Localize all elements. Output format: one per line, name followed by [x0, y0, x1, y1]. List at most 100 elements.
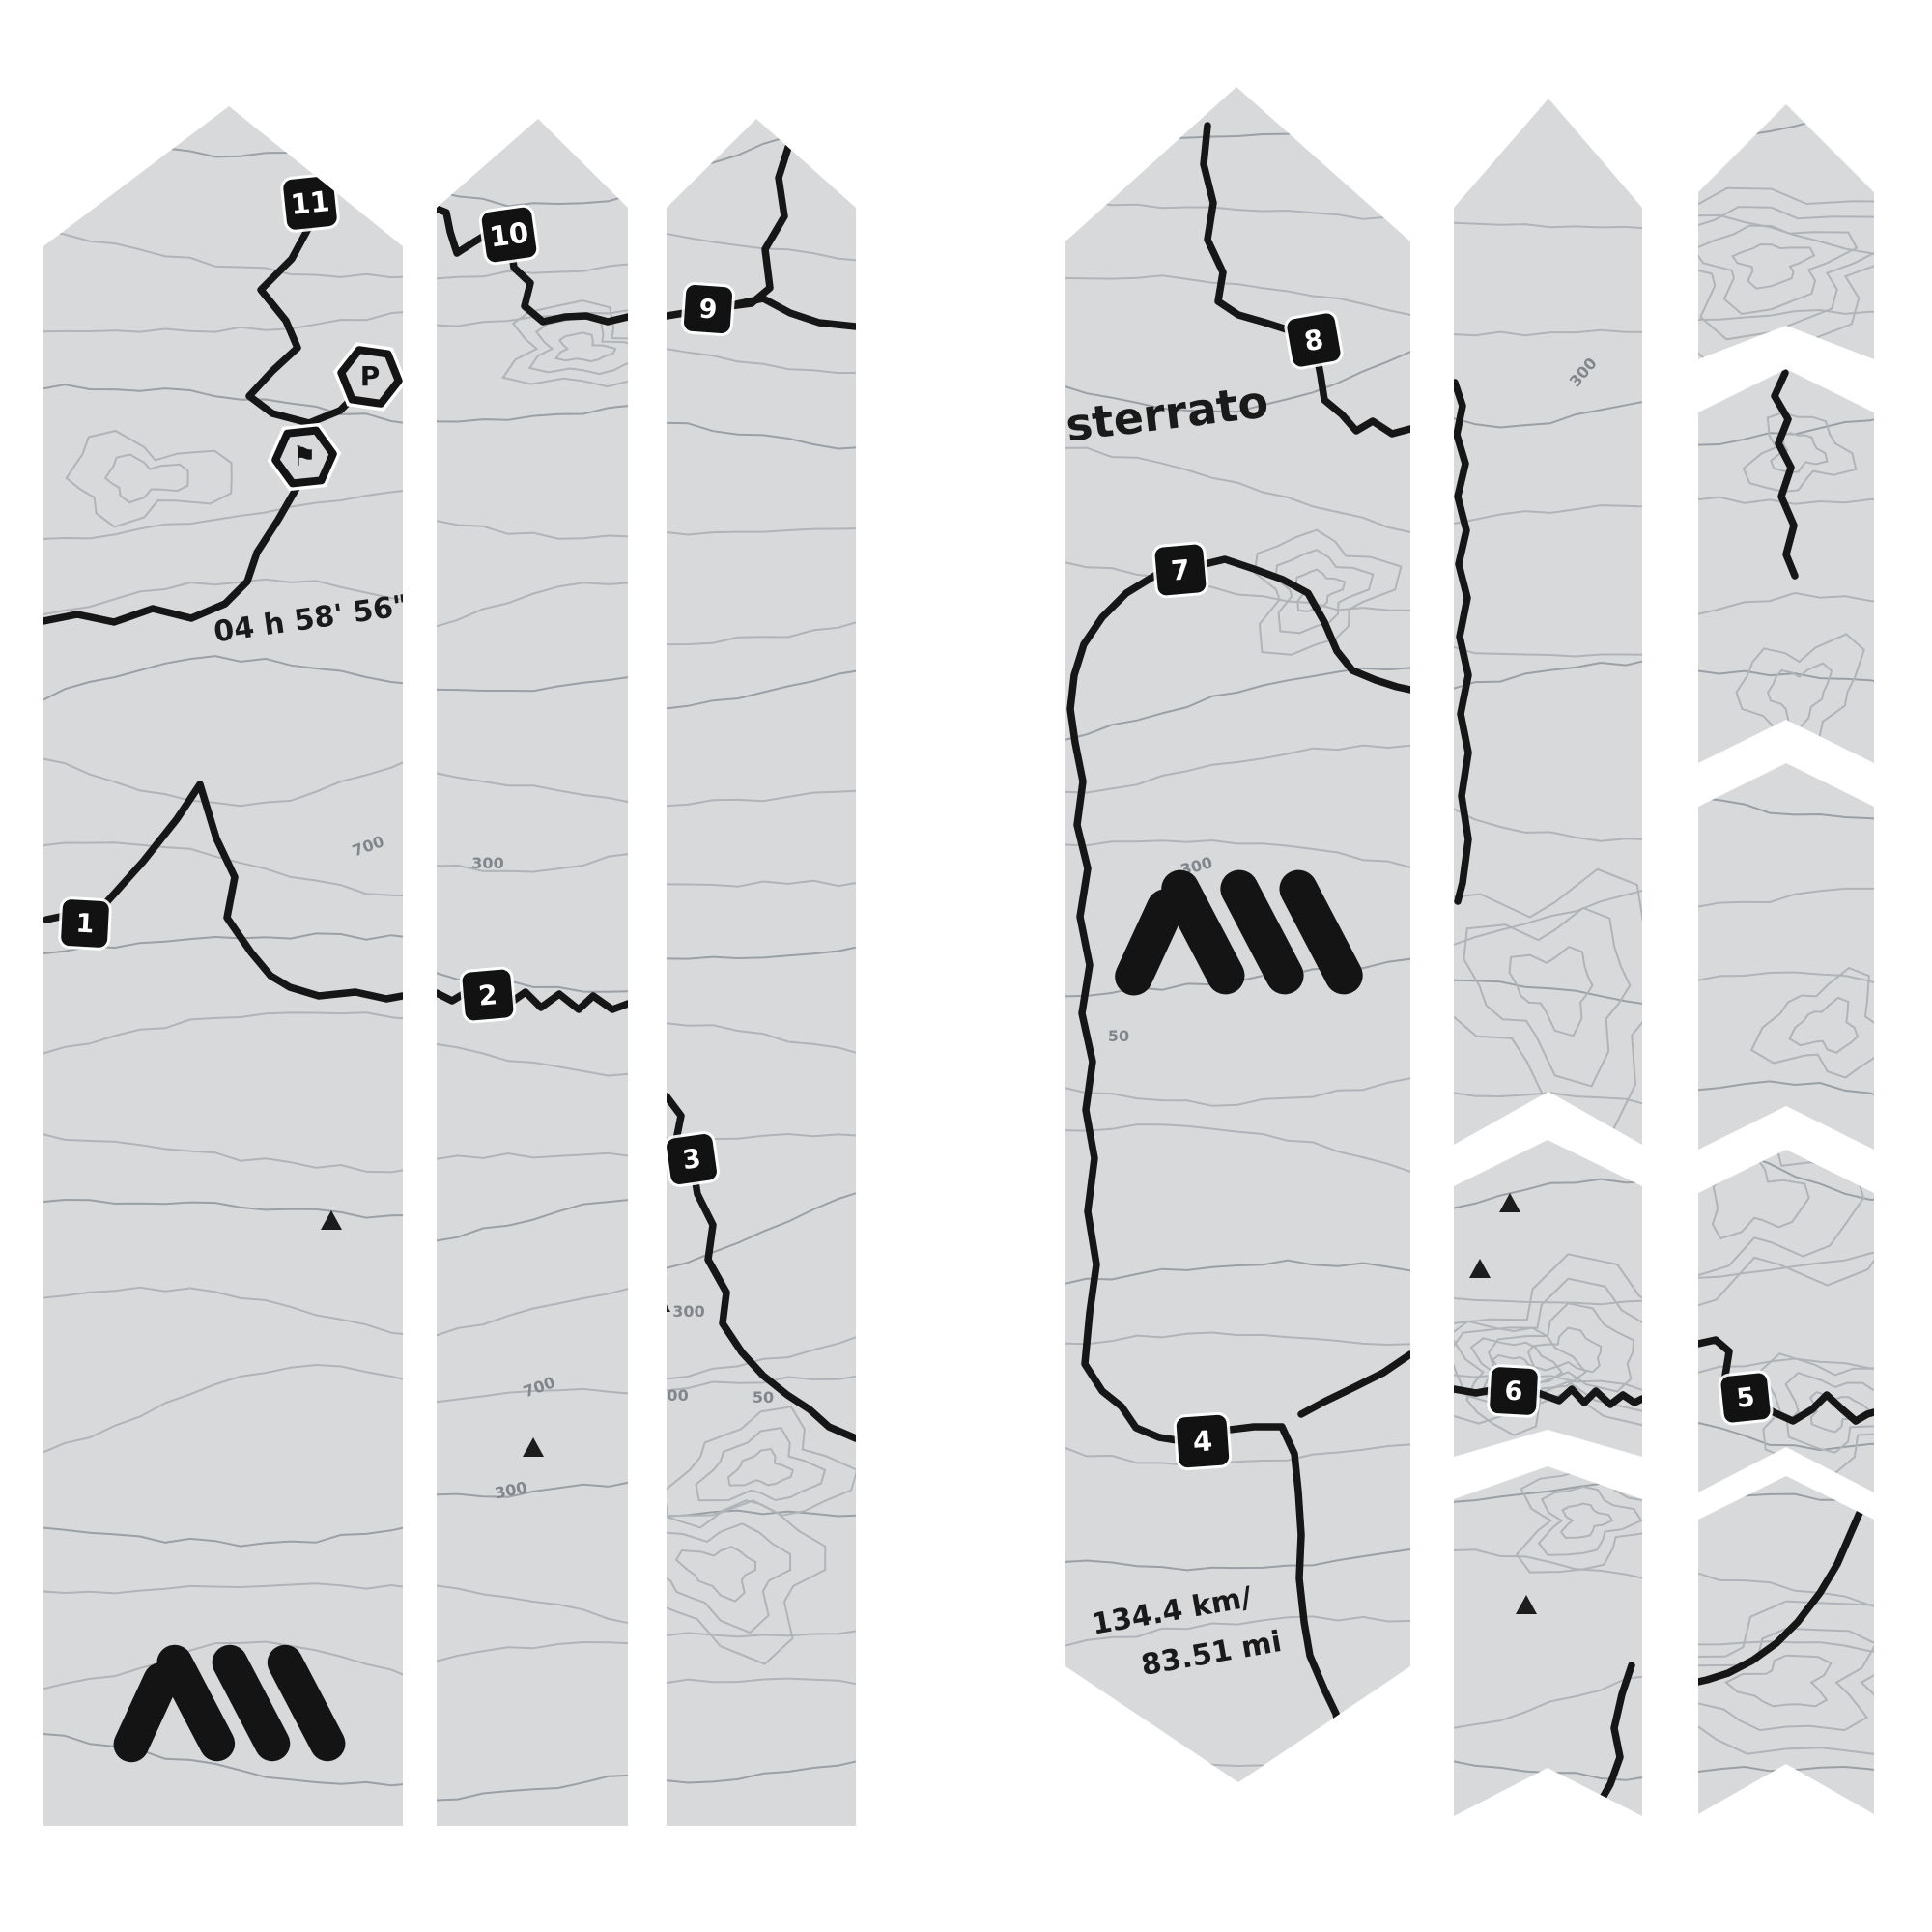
contour-line: [1454, 1482, 1642, 1506]
waypoint-number: 9: [697, 293, 719, 326]
contour-line: [667, 122, 856, 176]
contour-line: [43, 1521, 403, 1548]
contour-line: [1698, 1765, 1874, 1776]
elevation-label: 50: [1108, 1027, 1129, 1045]
waypoint-marker: 1: [60, 898, 110, 949]
stay-strip-long: 300: [1454, 99, 1642, 1145]
contour-line: [437, 185, 628, 208]
elevation-label: 300: [667, 1386, 689, 1405]
waypoint-marker: 4: [1176, 1414, 1230, 1468]
contour-line: [667, 618, 856, 646]
route-trail: [1218, 1423, 1345, 1742]
contour-ring: [1749, 966, 1874, 1079]
waypoint-marker: 6: [1489, 1366, 1539, 1416]
topo-map-art: [1698, 369, 1874, 763]
elevation-label: 700: [521, 1373, 557, 1401]
contour-line: [1065, 1438, 1410, 1466]
contour-ring: [65, 429, 233, 528]
topo-map-art: 300: [1454, 99, 1642, 1138]
contour-line: [437, 1387, 628, 1407]
contour-line: [1454, 1372, 1642, 1395]
contour-line: [1454, 802, 1642, 842]
route-trail: [245, 221, 362, 427]
elevation-label: 300: [471, 854, 503, 872]
waypoint-number: 10: [487, 215, 531, 254]
contour-ring: [695, 1427, 827, 1502]
chevron-piece-right-2: [1698, 369, 1874, 763]
contour-ring: [1253, 528, 1403, 656]
contour-ring: [1698, 206, 1874, 341]
contour-ring: [1808, 1390, 1872, 1434]
contour-ring: [1454, 1277, 1642, 1412]
contour-line: [1698, 1492, 1874, 1520]
summit-triangle-icon: [523, 1437, 544, 1457]
contour-line: [43, 1198, 403, 1219]
contour-line: [667, 945, 856, 960]
elevation-label: 700: [350, 832, 386, 860]
topo-map-art: [1454, 1178, 1642, 1436]
contour-line: [1065, 341, 1410, 413]
contour-line: [1698, 591, 1874, 624]
route-trail: [43, 781, 403, 1003]
topo-map-art: 300 700 300: [437, 185, 628, 1804]
waypoint-number: 11: [289, 184, 331, 222]
contour-ring: [1274, 549, 1375, 635]
summit-triangle-icon: [1516, 1595, 1537, 1614]
contour-line: [437, 1198, 628, 1245]
contour-line: [43, 1363, 403, 1456]
contour-ring: [1698, 224, 1859, 316]
topo-map-art: [1698, 104, 1874, 359]
contour-line: [43, 1640, 403, 1692]
waypoint-number: 6: [1503, 1376, 1524, 1406]
contour-ring: [554, 331, 617, 363]
elevation-label: 300: [494, 1478, 529, 1503]
contour-line: [1065, 1546, 1410, 1572]
contour-ring: [527, 315, 628, 376]
contour-line: [43, 755, 403, 808]
waypoint-number: 1: [74, 908, 96, 939]
contour-line: [437, 582, 628, 639]
waypoint-number: 3: [680, 1143, 703, 1176]
hex-marker-halo: [332, 342, 403, 412]
contour-line: [667, 1677, 856, 1687]
waypoint-marker: 10: [480, 206, 538, 264]
contour-ring: [667, 1406, 856, 1518]
chevron-piece-right-3: [1698, 763, 1874, 1150]
elevation-label: 300: [672, 1302, 704, 1321]
contour-line: [1065, 195, 1410, 224]
parking-glyph: P: [360, 360, 381, 392]
contour-ring: [1698, 186, 1874, 359]
contour-line: [437, 404, 628, 425]
contour-line: [1698, 1640, 1874, 1655]
contour-line: [667, 413, 856, 450]
contour-line: [667, 1629, 856, 1638]
contour-line: [1454, 504, 1642, 529]
contour-line: [1454, 1091, 1642, 1107]
contour-line: [1065, 115, 1410, 140]
contour-line: [1698, 886, 1874, 909]
contour-ring: [1508, 945, 1594, 1037]
contour-ring: [674, 1546, 756, 1603]
downtube-strip-3: 3003005093: [667, 119, 856, 1826]
contour-line: [1065, 838, 1410, 880]
contour-line: [1065, 1075, 1410, 1107]
contour-line: [43, 488, 403, 546]
contour-line: [43, 384, 403, 426]
route-trail: [1599, 1662, 1635, 1802]
contour-line: [1698, 1150, 1874, 1201]
route-trail: [1297, 1350, 1410, 1418]
route-trail: [43, 429, 305, 626]
contour-ring: [1537, 1485, 1642, 1556]
contour-ring: [1723, 1654, 1833, 1708]
contour-line: [1454, 99, 1642, 115]
contour-line: [437, 967, 628, 993]
route-trail: [1771, 369, 1799, 580]
hex-marker-halo: [267, 422, 342, 492]
contour-line: [437, 852, 628, 873]
contour-ring: [1698, 1150, 1865, 1281]
contour-line: [43, 841, 403, 897]
contour-line: [1065, 274, 1410, 320]
